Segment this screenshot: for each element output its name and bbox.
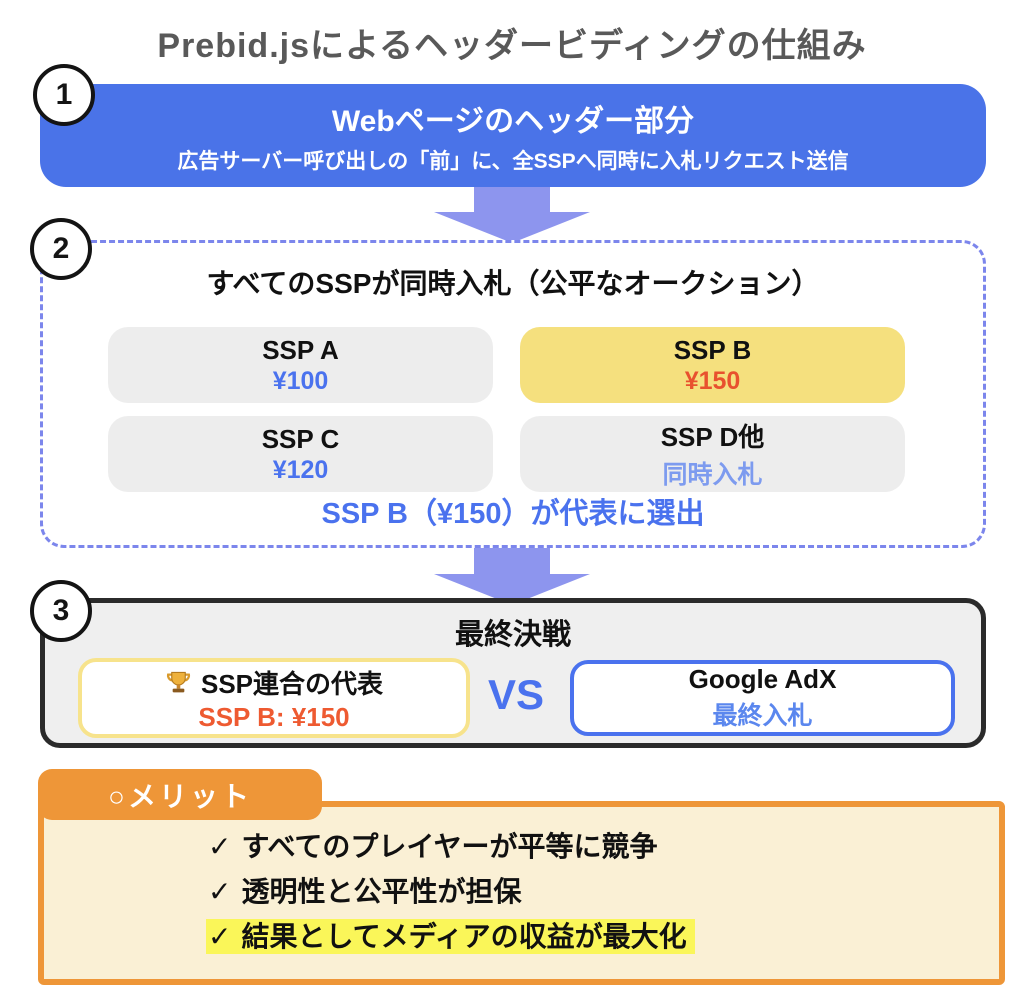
google-adx-title: Google AdX	[688, 664, 837, 694]
ssp-a-bid: ¥100	[272, 366, 329, 395]
arrow-stem	[474, 547, 550, 574]
step-1-subheading: 広告サーバー呼び出しの「前」に、全SSPへ同時に入札リクエスト送信	[177, 150, 849, 173]
ssp-c-bid: ¥120	[272, 455, 329, 484]
ssp-d-card: SSP D他 同時入札	[520, 416, 905, 492]
auction-result-text: SSP B（¥150）が代表に選出	[321, 498, 705, 530]
page-title: Prebid.jsによるヘッダービディングの仕組み	[157, 27, 867, 65]
ssp-d-bid: 同時入札	[662, 461, 763, 489]
ssp-coalition-label: SSP連合の代表	[200, 668, 384, 699]
step-1-number: 1	[55, 78, 73, 111]
ssp-card-grid: SSP A ¥100 SSP B ¥150 SSP C ¥120 SSP D他 …	[108, 327, 905, 492]
step-1-webpage-header-box: Webページのヘッダー部分 広告サーバー呼び出しの「前」に、全SSPへ同時に入札…	[40, 84, 986, 187]
ssp-b-bid: ¥150	[684, 366, 741, 395]
vs-label: VS	[487, 671, 545, 718]
merit-item-label: 結果としてメディアの収益が最大化	[241, 921, 687, 952]
ssp-d-name: SSP D他	[660, 422, 765, 452]
ssp-b-card: SSP B ¥150	[520, 327, 905, 403]
merit-tab: ○メリット	[38, 769, 322, 820]
ssp-coalition-card: SSP連合の代表 SSP B: ¥150	[78, 658, 470, 738]
arrow-down-icon	[434, 185, 590, 243]
merit-item-label: すべてのプレイヤーが平等に競争	[241, 831, 658, 862]
check-icon: ✓	[208, 921, 232, 952]
step-2-heading: すべてのSSPが同時入札（公平なオークション）	[206, 268, 820, 299]
google-adx-bid: 最終入札	[712, 702, 813, 730]
merit-item: ✓ すべてのプレイヤーが平等に競争	[206, 825, 999, 869]
merit-item-highlighted: ✓ 結果としてメディアの収益が最大化	[206, 915, 999, 959]
arrow-stem	[474, 185, 550, 212]
ssp-coalition-bid: SSP B: ¥150	[198, 701, 350, 732]
ssp-c-card: SSP C ¥120	[108, 416, 493, 492]
step-2-auction-box: すべてのSSPが同時入札（公平なオークション） SSP A ¥100 SSP B…	[40, 240, 986, 548]
merit-item-label: 透明性と公平性が担保	[241, 876, 522, 907]
check-icon: ✓	[208, 831, 232, 862]
ssp-c-name: SSP C	[261, 423, 340, 454]
ssp-a-card: SSP A ¥100	[108, 327, 493, 403]
trophy-icon	[165, 669, 192, 696]
step-1-number-badge: 1	[33, 64, 95, 126]
step-2-number-badge: 2	[30, 218, 92, 280]
ssp-a-name: SSP A	[262, 334, 339, 365]
ssp-coalition-title: SSP連合の代表	[165, 664, 383, 701]
step-3-final-battle-box: 最終決戦 SSP連合の代表 SSP B: ¥150 VS Google AdX …	[40, 598, 986, 748]
arrow-head	[434, 212, 590, 243]
arrow-down-icon	[434, 547, 590, 605]
merit-box: ✓ すべてのプレイヤーが平等に競争 ✓ 透明性と公平性が担保 ✓ 結果としてメディアの…	[38, 801, 1005, 985]
ssp-b-name: SSP B	[673, 334, 752, 365]
merit-item: ✓ 透明性と公平性が担保	[206, 870, 999, 914]
step-3-number: 3	[52, 594, 70, 627]
step-3-heading: 最終決戦	[454, 619, 571, 651]
check-icon: ✓	[208, 876, 232, 907]
google-adx-card: Google AdX 最終入札	[570, 660, 955, 736]
step-3-number-badge: 3	[30, 580, 92, 642]
step-2-number: 2	[52, 232, 70, 265]
step-1-heading: Webページのヘッダー部分	[331, 105, 695, 138]
